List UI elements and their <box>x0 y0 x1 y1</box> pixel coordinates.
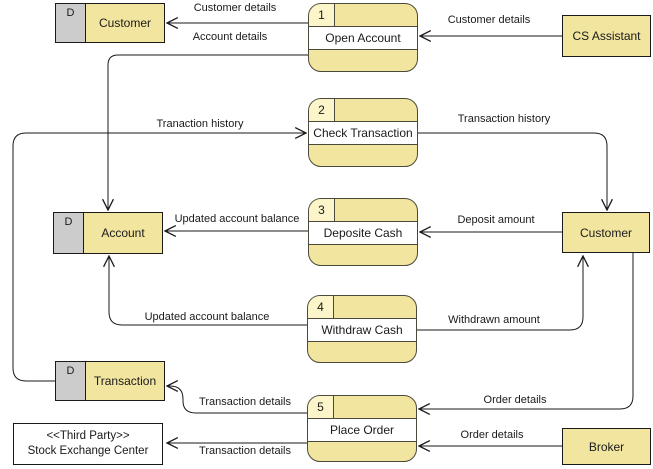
entity-stereotype: <<Third Party>> <box>46 430 130 443</box>
flow-label: Transaction details <box>199 396 291 408</box>
datastore-prefix: D <box>54 213 84 253</box>
datastore-prefix: D <box>56 4 86 42</box>
flow-open-account-to-account-store <box>108 54 308 210</box>
entity-stock-exchange-center[interactable]: <<Third Party>> Stock Exchange Center <box>13 423 163 465</box>
flow-place-order-to-transaction-store <box>167 386 307 414</box>
process-number: 4 <box>308 296 334 318</box>
entity-label: Broker <box>588 439 625 454</box>
flow-withdraw-cash-to-account-store <box>109 256 307 326</box>
flow-withdraw-cash-to-customer <box>417 256 583 331</box>
datastore-label: Account <box>101 226 145 240</box>
process-check-transaction[interactable]: 2 Check Transaction <box>308 98 418 167</box>
flow-check-transaction-to-customer <box>418 132 607 210</box>
entity-label: Stock Exchange Center <box>27 445 149 457</box>
flow-label: Withdrawn amount <box>448 314 540 326</box>
entity-cs-assistant[interactable]: CS Assistant <box>562 15 651 57</box>
process-label: Withdraw Cash <box>308 319 416 342</box>
process-number: 2 <box>309 99 335 121</box>
process-label: Place Order <box>308 419 416 442</box>
datastore-prefix: D <box>56 362 86 400</box>
process-label: Check Transaction <box>309 122 417 145</box>
datastore-label: Customer <box>98 16 151 30</box>
process-label: Open Account <box>309 27 417 50</box>
flow-label: Customer details <box>447 14 531 26</box>
entity-broker[interactable]: Broker <box>562 428 651 465</box>
flow-label: Account details <box>192 31 268 43</box>
process-number: 3 <box>309 199 335 221</box>
process-label: Deposite Cash <box>309 222 417 245</box>
process-open-account[interactable]: 1 Open Account <box>308 3 418 72</box>
flow-label: Order details <box>483 394 547 406</box>
flow-label: Transaction details <box>199 445 291 457</box>
entity-label: Customer <box>579 225 632 240</box>
flow-label: Tranaction history <box>156 118 244 130</box>
flow-customer-to-place-order <box>419 253 634 409</box>
entity-label: CS Assistant <box>572 29 641 43</box>
process-number: 1 <box>309 4 335 26</box>
flow-label: Updated account balance <box>144 311 270 323</box>
entity-customer[interactable]: Customer <box>562 212 650 253</box>
process-withdraw-cash[interactable]: 4 Withdraw Cash <box>307 295 417 363</box>
process-deposite-cash[interactable]: 3 Deposite Cash <box>308 198 418 266</box>
datastore-transaction[interactable]: D Transaction <box>55 361 165 401</box>
flow-label: Customer details <box>193 2 277 14</box>
flow-label: Updated account balance <box>174 213 300 225</box>
flow-transaction-store-to-check-transaction <box>12 133 306 382</box>
process-number: 5 <box>308 396 334 418</box>
flow-label: Deposit amount <box>457 214 535 226</box>
datastore-customer[interactable]: D Customer <box>55 3 165 43</box>
datastore-account[interactable]: D Account <box>53 212 163 254</box>
flow-label: Order details <box>460 429 524 441</box>
datastore-label: Transaction <box>93 374 157 388</box>
process-place-order[interactable]: 5 Place Order <box>307 395 417 462</box>
flow-label: Transaction history <box>457 113 551 125</box>
